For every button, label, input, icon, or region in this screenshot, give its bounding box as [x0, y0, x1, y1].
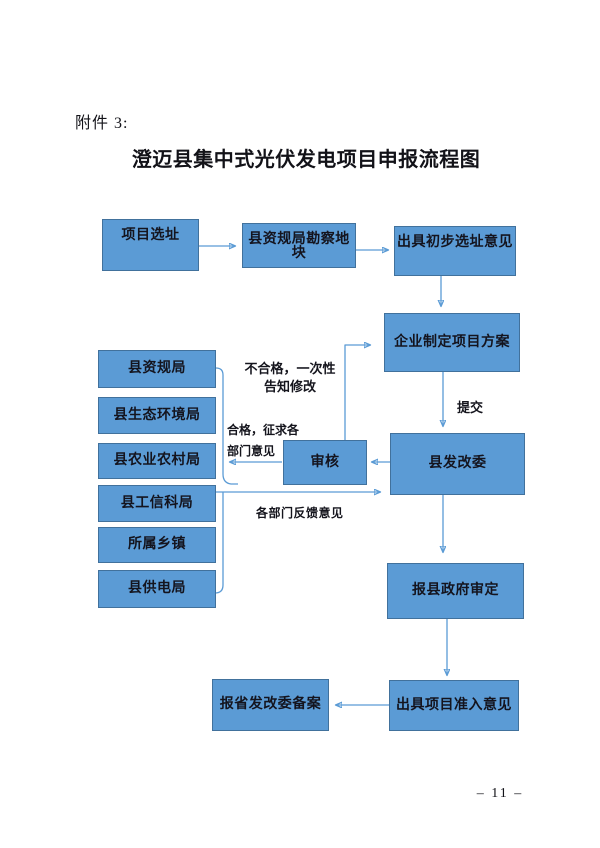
- flow-box-township: 所属乡镇: [98, 527, 216, 563]
- label-pass-note: 合格，征求各 部门意见: [227, 420, 307, 462]
- flow-box-preliminary-site-opinion: 出具初步选址意见: [394, 226, 516, 276]
- label-departments-feedback: 各部门反馈意见: [256, 506, 344, 520]
- flow-box-agriculture-rural-bureau: 县农业农村局: [98, 443, 216, 479]
- flow-box-industry-info-science-bureau: 县工信科局: [98, 485, 216, 522]
- bracket-departments-lower: [214, 492, 224, 594]
- flow-box-review: 审核: [283, 440, 367, 485]
- flow-box-provincial-ndrc-filing: 报省发改委备案: [212, 679, 329, 731]
- label-reject-line2: 告知修改: [263, 379, 316, 394]
- page-title: 澄迈县集中式光伏发电项目申报流程图: [131, 149, 481, 171]
- bracket-departments-upper: [215, 367, 238, 485]
- label-pass-line1: 合格，征求各: [227, 423, 300, 437]
- label-reject-line1: 不合格，一次性: [244, 361, 336, 376]
- flow-box-resources-planning-bureau: 县资规局: [98, 350, 216, 388]
- flow-box-land-survey: 县资规局勘察地块: [242, 223, 356, 268]
- flow-box-county-ndrc: 县发改委: [390, 433, 525, 495]
- label-submit: 提交: [457, 400, 484, 415]
- page-number: – 11 –: [476, 786, 524, 801]
- label-pass-line2: 部门意见: [227, 444, 276, 458]
- flow-box-county-government-approval: 报县政府审定: [387, 563, 524, 619]
- flow-box-project-access-opinion: 出具项目准入意见: [389, 680, 519, 731]
- flow-box-ecology-environment-bureau: 县生态环境局: [98, 397, 216, 434]
- label-reject-note: 不合格，一次性 告知修改: [243, 360, 337, 396]
- flow-box-project-site-selection: 项目选址: [102, 219, 199, 271]
- attachment-label: 附件 3:: [75, 115, 129, 132]
- flow-box-power-supply-bureau: 县供电局: [98, 570, 216, 608]
- arrow-review-reject-to-plan: [344, 345, 370, 440]
- flow-box-enterprise-project-plan: 企业制定项目方案: [384, 313, 520, 372]
